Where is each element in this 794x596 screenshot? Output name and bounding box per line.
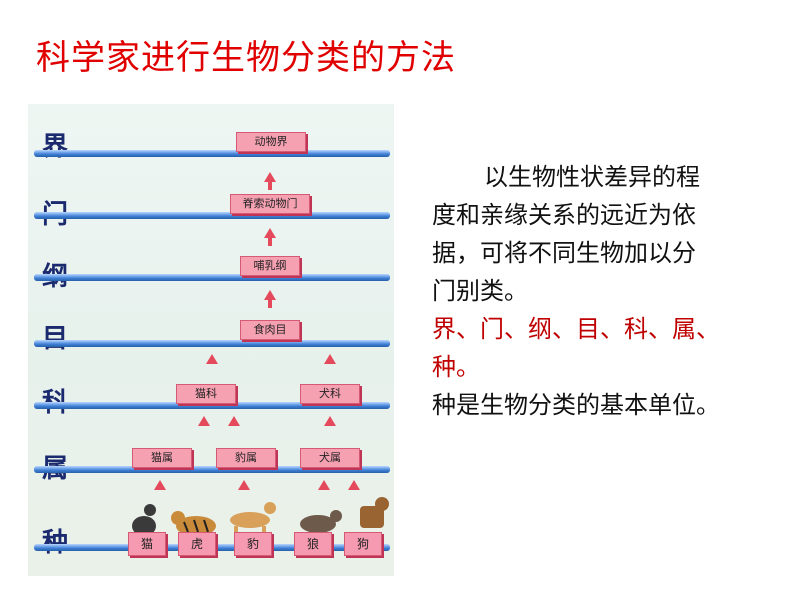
- taxon-family-cat: 猫科: [176, 384, 236, 404]
- taxon-genus-panther: 豹属: [216, 448, 276, 468]
- arrow-stem: [268, 238, 272, 246]
- level-bar-class: [34, 274, 390, 281]
- arrow-up-icon: [238, 480, 250, 490]
- arrow-up-icon: [228, 416, 240, 426]
- description-line: 据，可将不同生物加以分: [432, 234, 788, 272]
- description-text: 以生物性状差异的程 度和亲缘关系的远近为依 据，可将不同生物加以分 门别类。 界…: [432, 158, 788, 424]
- taxon-genus-dog: 犬属: [300, 448, 360, 468]
- description-line: 门别类。: [432, 272, 788, 310]
- taxon-class: 哺乳纲: [240, 256, 300, 276]
- arrow-up-icon: [198, 416, 210, 426]
- arrow-up-icon: [264, 290, 276, 300]
- taxon-order: 食肉目: [240, 320, 300, 340]
- level-bar-phylum: [34, 212, 390, 219]
- rank-family: 科: [42, 382, 68, 419]
- rank-species: 种: [42, 522, 68, 559]
- arrow-up-icon: [206, 354, 218, 364]
- taxon-kingdom: 动物界: [236, 132, 306, 152]
- taxon-family-dog: 犬科: [300, 384, 360, 404]
- species-tiger: 虎: [178, 532, 216, 556]
- arrow-stem: [268, 182, 272, 190]
- level-bar-kingdom: [34, 150, 390, 157]
- arrow-up-icon: [324, 416, 336, 426]
- rank-order: 目: [42, 318, 68, 355]
- description-line: 以生物性状差异的程: [432, 158, 788, 196]
- species-cat: 猫: [128, 532, 166, 556]
- wolf-figure: [300, 510, 342, 533]
- arrow-up-icon: [264, 172, 276, 182]
- basic-unit-line: 种是生物分类的基本单位。: [432, 386, 788, 424]
- arrow-up-icon: [154, 480, 166, 490]
- species-dog: 狗: [344, 532, 382, 556]
- description-line: 度和亲缘关系的远近为依: [432, 196, 788, 234]
- taxon-phylum: 脊索动物门: [230, 194, 310, 214]
- arrow-up-icon: [324, 354, 336, 364]
- classification-diagram: 界 门 纲 目 科 属 种 动物界 脊索动物门 哺乳纲 食肉目 猫科 犬科 猫属…: [28, 104, 394, 576]
- level-bar-order: [34, 340, 390, 347]
- arrow-up-icon: [348, 480, 360, 490]
- ranks-list-line: 种。: [432, 348, 788, 386]
- dog-figure: [360, 497, 389, 528]
- ranks-list-line: 界、门、纲、目、科、属、: [432, 310, 788, 348]
- rank-kingdom: 界: [42, 126, 68, 163]
- species-wolf: 狼: [294, 532, 332, 556]
- species-leopard: 豹: [234, 532, 272, 556]
- arrow-stem: [268, 300, 272, 308]
- arrow-up-icon: [264, 228, 276, 238]
- arrow-up-icon: [318, 480, 330, 490]
- page-title: 科学家进行生物分类的方法: [36, 30, 456, 79]
- taxon-genus-cat: 猫属: [132, 448, 192, 468]
